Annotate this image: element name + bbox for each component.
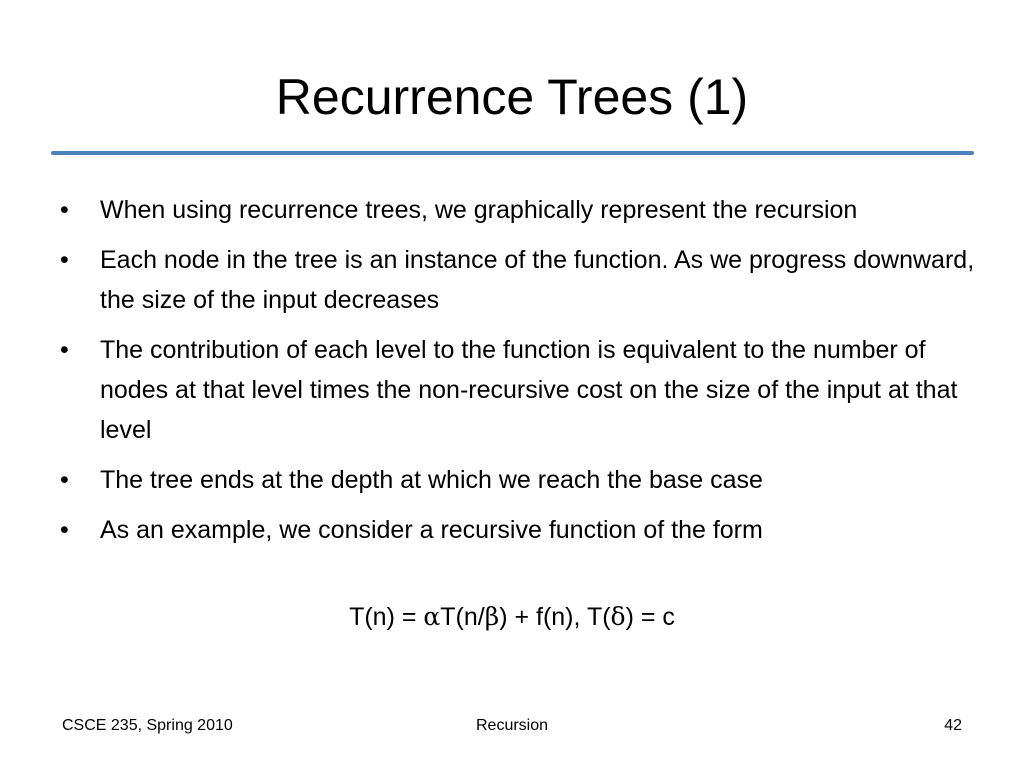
alpha-symbol: α [423,602,441,631]
bullet-item: • As an example, we consider a recursive… [58,510,978,550]
bullet-text: The tree ends at the depth at which we r… [100,466,763,494]
bullet-marker: • [60,196,69,224]
footer-topic: Recursion [475,717,549,734]
bullet-text: Each node in the tree is an instance of … [100,246,975,314]
bullet-marker: • [60,466,69,494]
title-divider [51,151,974,155]
bullet-item: • When using recurrence trees, we graphi… [58,190,978,230]
bullet-item: • Each node in the tree is an instance o… [58,240,978,320]
slide-title: Recurrence Trees (1) [275,69,749,125]
page-number: 42 [944,717,962,734]
bullet-marker: • [60,516,69,544]
bullet-text: The contribution of each level to the fu… [100,336,958,444]
formula-part: T(n/ [440,603,485,631]
recurrence-formula: T(n) = αT(n/β) + f(n), T(δ) = c [0,597,1024,637]
bullet-item: • The tree ends at the depth at which we… [58,460,978,500]
bullet-list: • When using recurrence trees, we graphi… [58,190,978,560]
bullet-text: When using recurrence trees, we graphica… [100,196,858,224]
delta-symbol: δ [610,602,626,631]
beta-symbol: β [484,602,500,631]
bullet-marker: • [60,336,69,364]
footer-course: CSCE 235, Spring 2010 [62,717,233,734]
formula-part: T(n) = [349,603,424,631]
bullet-item: • The contribution of each level to the … [58,330,978,450]
formula-part: ) = c [625,603,675,631]
bullet-marker: • [60,246,69,274]
formula-part: ) + f(n), T( [499,603,611,631]
bullet-text: As an example, we consider a recursive f… [100,516,763,544]
